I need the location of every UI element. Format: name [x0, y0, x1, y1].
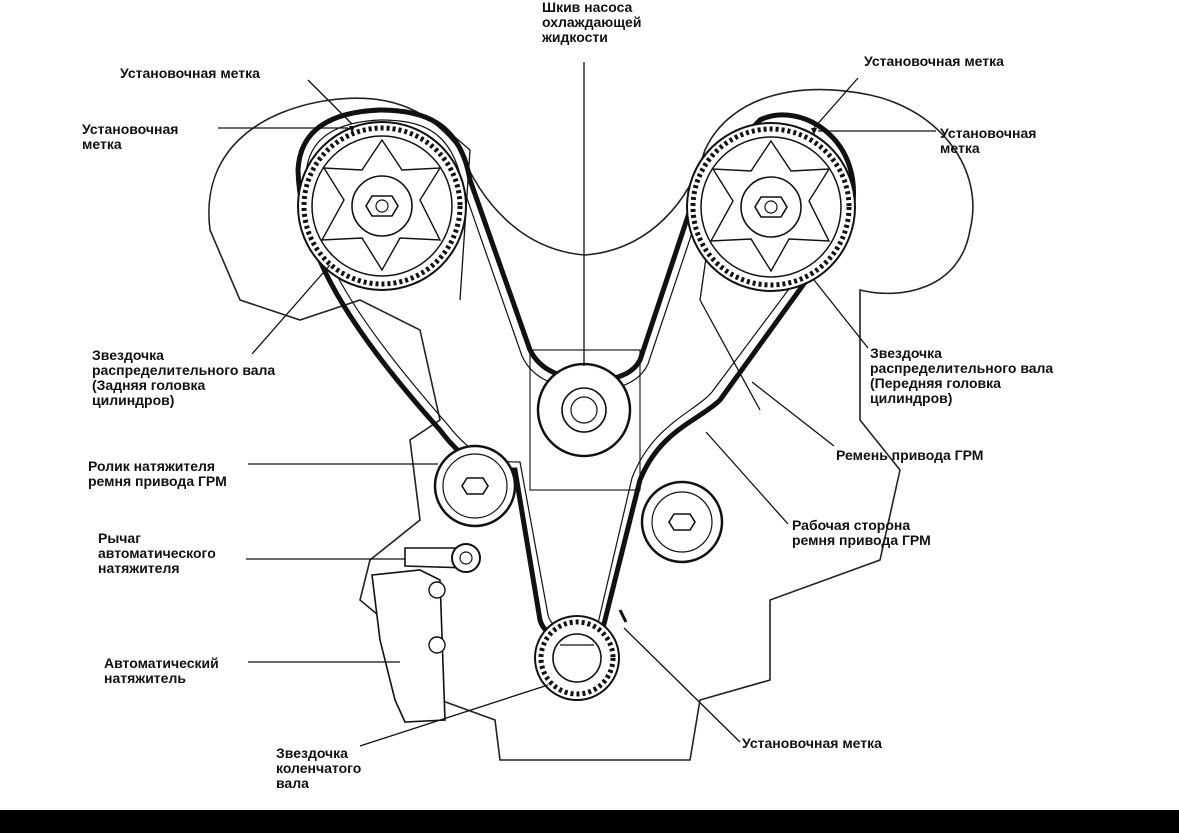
label-cam-sprocket-rear: Звездочка распределительного вала (Задня… [92, 347, 276, 408]
label-timing-mark-top-right: Установочная метка [864, 53, 1004, 69]
label-tensioner-arm: Рычаг автоматического натяжителя [98, 530, 216, 576]
leader-lines [218, 62, 936, 747]
label-timing-mark-top-left: Установочная метка [120, 65, 260, 81]
water-pump-pulley [536, 362, 632, 458]
timing-mark-left-sprocket [349, 126, 355, 133]
label-timing-belt: Ремень привода ГРМ [836, 447, 984, 463]
label-auto-tensioner: Автоматический натяжитель [104, 655, 219, 686]
idler-pulley [640, 480, 724, 564]
engine-block-recess [529, 349, 641, 491]
label-cam-sprocket-front: Звездочка распределительного вала (Перед… [870, 345, 1054, 406]
cam-sprocket-front [686, 122, 856, 292]
cam-sprocket-rear [297, 121, 467, 291]
label-pump-pulley: Шкив насоса охлаждающей жидкости [542, 0, 642, 45]
diagram-canvas: Шкив насоса охлаждающей жидкости Установ… [0, 0, 1179, 810]
crankshaft-sprocket [534, 615, 620, 701]
label-belt-working-side: Рабочая сторона ремня привода ГРМ [792, 517, 931, 548]
bottom-black-band [0, 810, 1179, 833]
label-timing-mark-bottom: Установочная метка [742, 735, 882, 751]
timing-mark-crank [618, 609, 628, 623]
auto-tensioner-body [371, 569, 446, 723]
label-tensioner-pulley: Ролик натяжителя ремня привода ГРМ [88, 458, 227, 489]
label-timing-mark-left: Установочная метка [82, 121, 179, 152]
timing-belt-diagram [208, 62, 974, 761]
label-timing-mark-right: Установочная метка [940, 125, 1037, 156]
timing-mark-right-sprocket [811, 128, 817, 135]
label-crank-sprocket: Звездочка коленчатого вала [276, 745, 362, 791]
tensioner-pulley [433, 444, 517, 528]
tensioner-arm [404, 543, 481, 573]
